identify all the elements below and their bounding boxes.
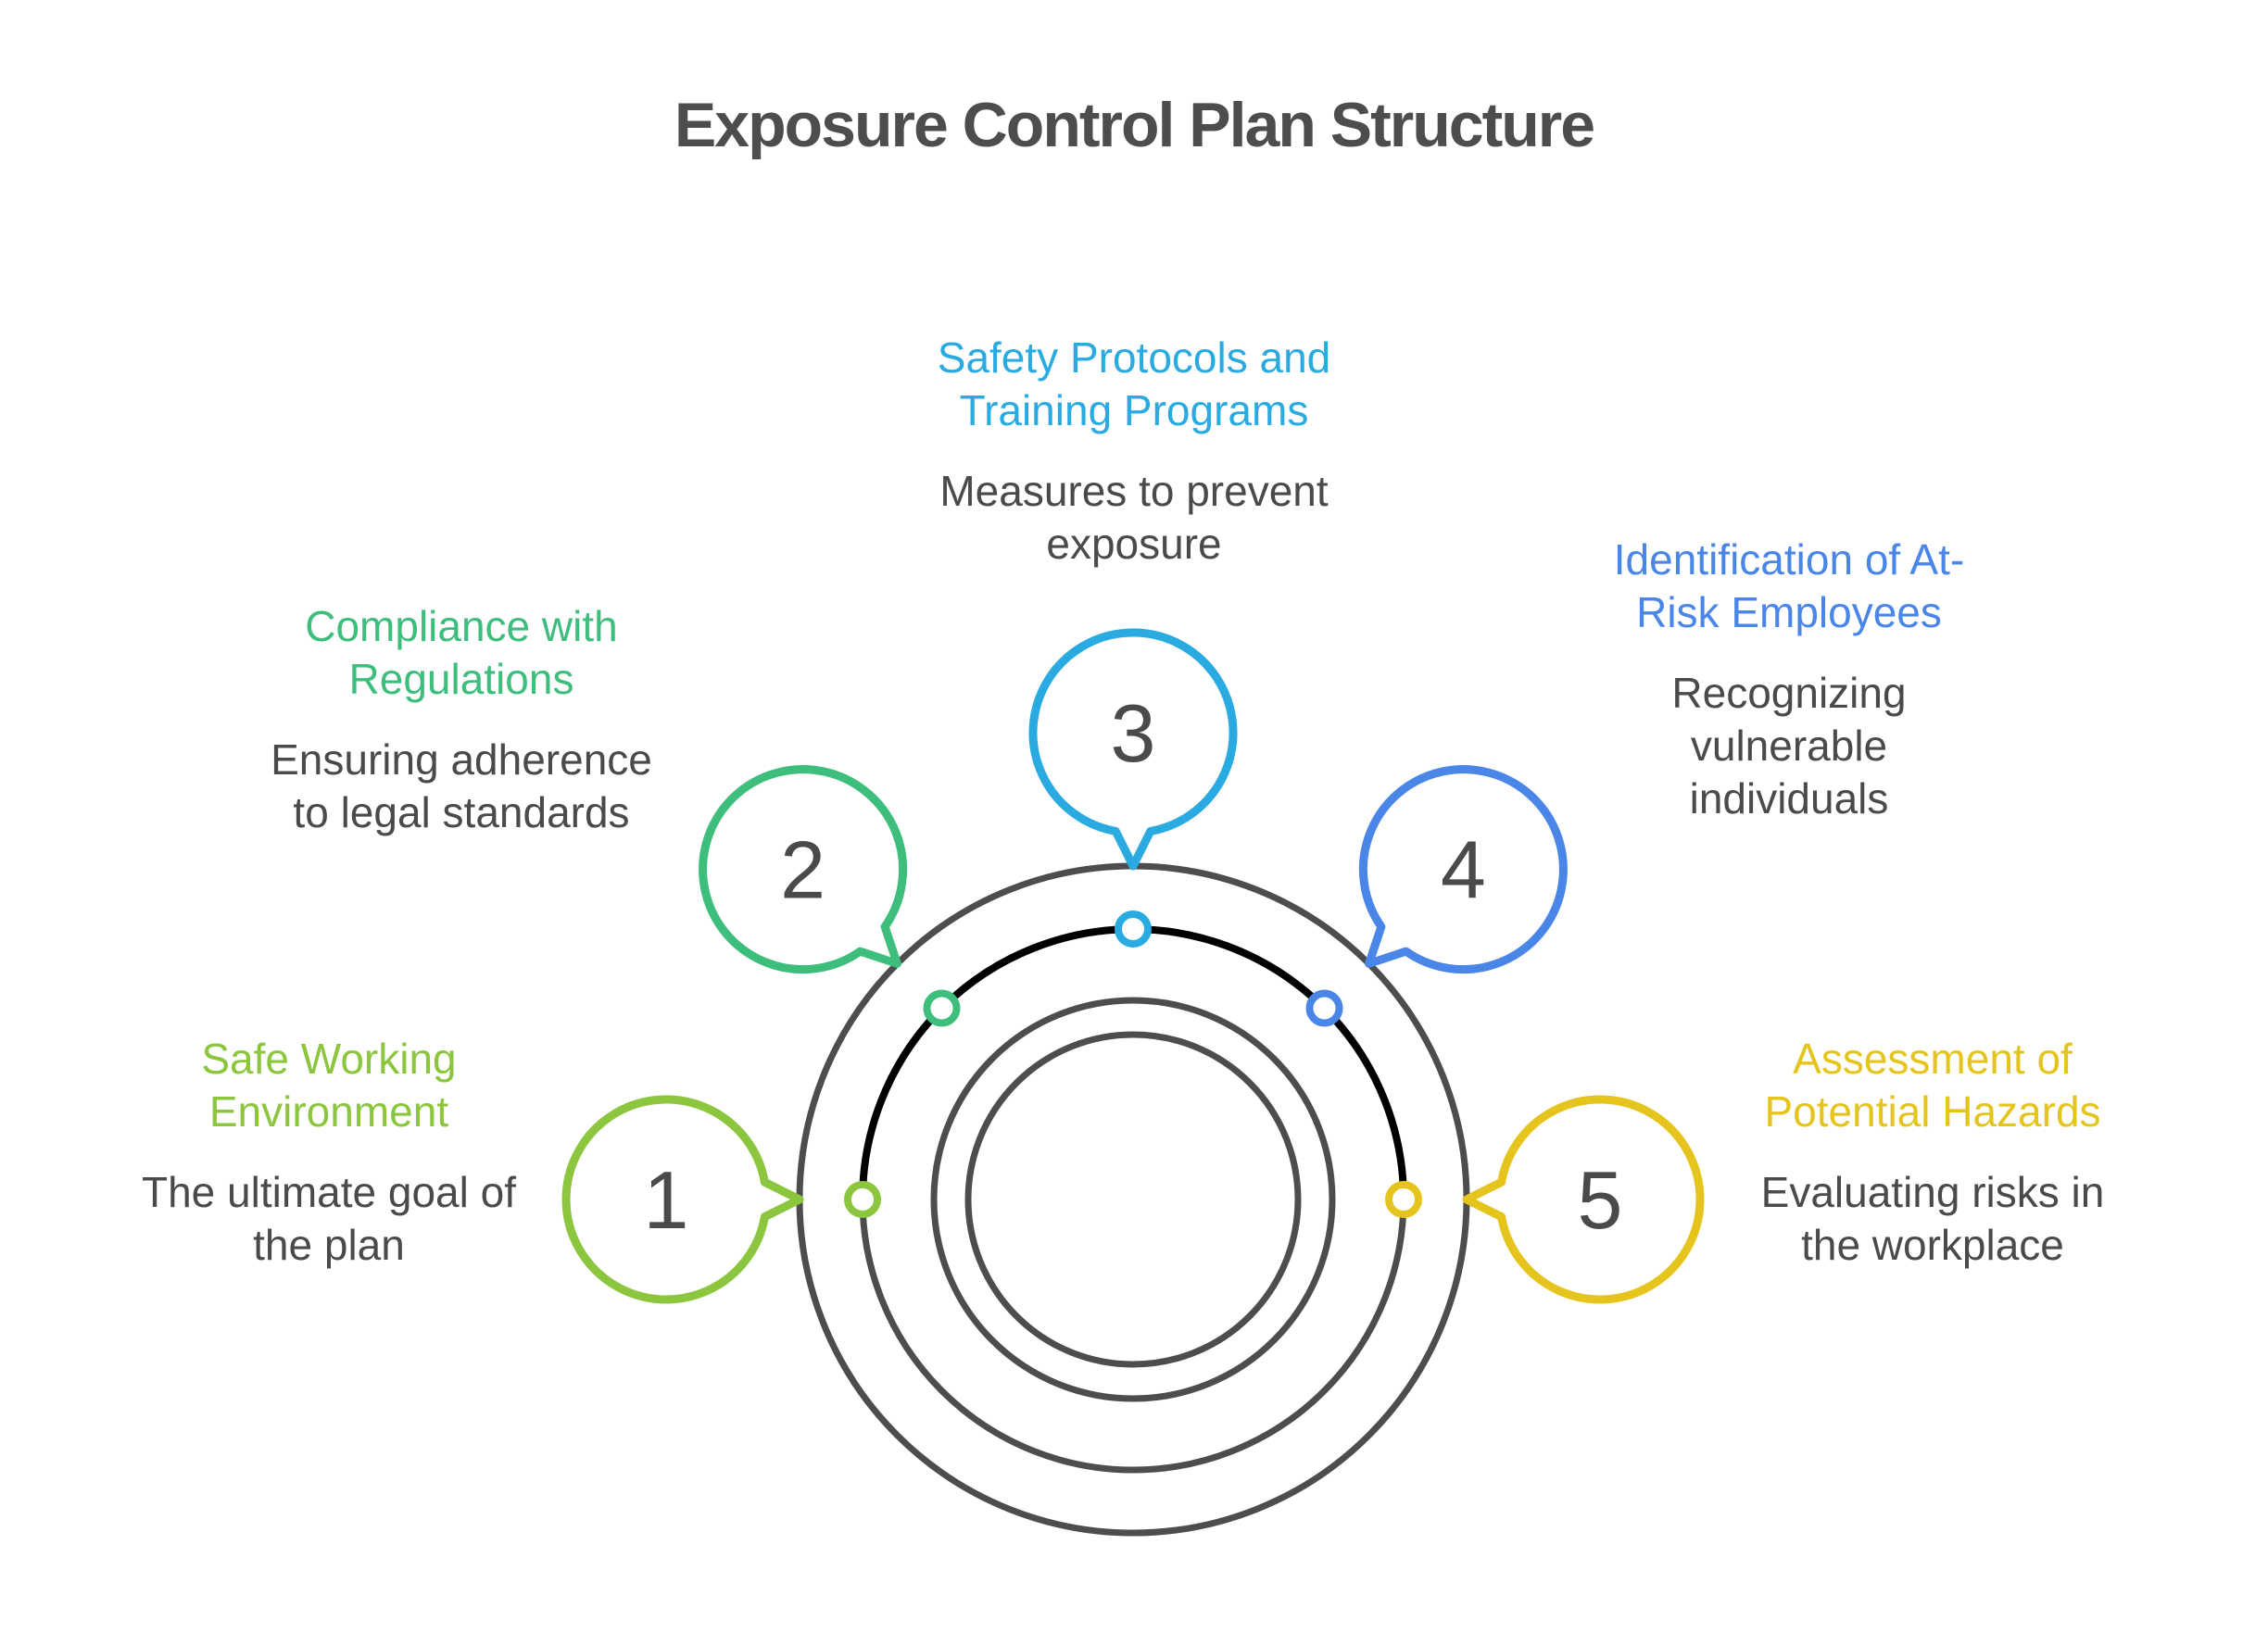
node-dot-5 bbox=[1385, 1181, 1422, 1218]
step-5-label: Assessment of Potential Hazards Evaluati… bbox=[1692, 1033, 2174, 1272]
inner-ring-1 bbox=[930, 997, 1336, 1402]
step-2-heading: Compliance with Regulations bbox=[305, 602, 618, 703]
node-dot-3 bbox=[1115, 910, 1152, 948]
page-title: Exposure Control Plan Structure bbox=[674, 90, 1595, 160]
step-3-number: 3 bbox=[1111, 687, 1156, 779]
step-2-description: Ensuring adherence to legal standards bbox=[271, 735, 652, 836]
step-4-description: Recognizing vulnerable individuals bbox=[1671, 669, 1907, 822]
step-5-number: 5 bbox=[1578, 1154, 1623, 1246]
speech-bubble-1 bbox=[561, 1095, 804, 1304]
step-1-label: Safe Working Environment The ultimate go… bbox=[88, 1033, 570, 1272]
step-1-number: 1 bbox=[644, 1154, 689, 1246]
inner-ring-2 bbox=[964, 1031, 1302, 1368]
step-1-description: The ultimate goal of the plan bbox=[141, 1168, 516, 1269]
step-4-label: Identification of At- Risk Employees Rec… bbox=[1548, 534, 2030, 825]
speech-bubble-2 bbox=[699, 765, 908, 974]
step-5-heading: Assessment of Potential Hazards bbox=[1764, 1035, 2101, 1136]
speech-bubble-4 bbox=[1358, 765, 1568, 974]
step-3-heading: Safety Protocols and Training Programs bbox=[937, 333, 1331, 434]
progress-arc bbox=[859, 925, 1407, 1200]
step-3-label: Safety Protocols and Training Programs M… bbox=[893, 332, 1375, 571]
step-5-description: Evaluating risks in the workplace bbox=[1760, 1168, 2105, 1269]
step-4-heading: Identification of At- Risk Employees bbox=[1613, 535, 1965, 636]
speech-bubble-5 bbox=[1462, 1095, 1705, 1304]
step-4-number: 4 bbox=[1441, 824, 1486, 916]
speech-bubble-3 bbox=[1028, 628, 1238, 871]
node-dot-1 bbox=[844, 1181, 881, 1218]
step-2-label: Compliance with Regulations Ensuring adh… bbox=[220, 600, 702, 839]
node-dot-4 bbox=[1305, 989, 1343, 1027]
step-1-heading: Safe Working Environment bbox=[201, 1035, 457, 1136]
node-dot-2 bbox=[923, 989, 961, 1027]
step-3-description: Measures to prevent exposure bbox=[939, 467, 1329, 568]
step-2-number: 2 bbox=[780, 824, 825, 916]
